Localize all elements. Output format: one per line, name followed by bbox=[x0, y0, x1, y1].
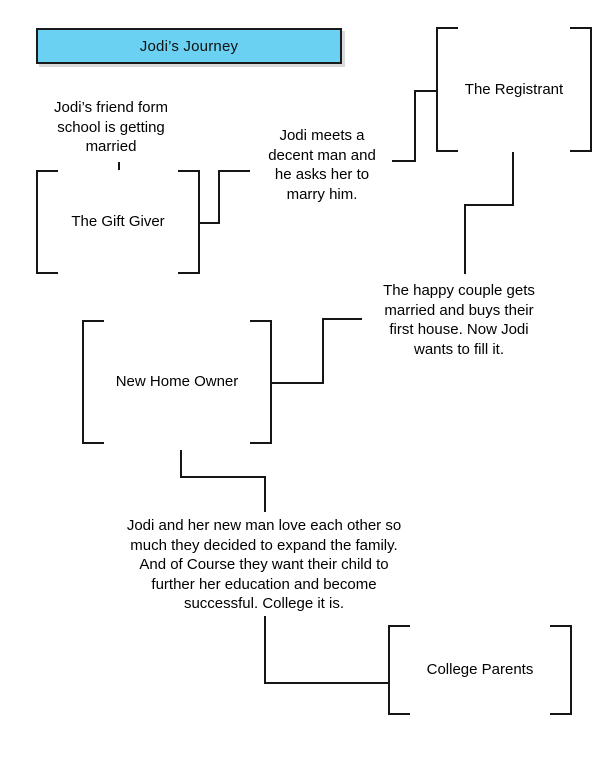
node-the-gift-giver: The Gift Giver bbox=[36, 170, 200, 274]
node-college-parents: College Parents bbox=[388, 625, 572, 715]
connector-tick-friend-married bbox=[118, 162, 120, 170]
connector-meets-man-riser bbox=[414, 90, 416, 162]
bracket-arm-right bbox=[178, 170, 200, 274]
note-meets-man: Jodi meets a decent man and he asks her … bbox=[268, 127, 376, 203]
connector-new-home-owner-to-expand-family bbox=[264, 476, 266, 512]
connector-registrant-to-happy-couple bbox=[464, 204, 466, 274]
node-the-registrant: The Registrant bbox=[436, 27, 592, 152]
bracket-arm-right bbox=[250, 320, 272, 444]
connector-new-home-owner-drop bbox=[180, 450, 182, 478]
note-happy-couple: The happy couple gets married and buys t… bbox=[383, 282, 535, 358]
connector-expand-family-to-college-parents bbox=[264, 682, 390, 684]
node-new-home-owner: New Home Owner bbox=[82, 320, 272, 444]
connector-meets-man-to-registrant bbox=[414, 90, 438, 92]
bracket-arm-left bbox=[82, 320, 104, 444]
connector-gift-giver-riser bbox=[218, 170, 220, 224]
connector-gift-giver-to-meets-man bbox=[218, 170, 250, 172]
note-expand-family: Jodi and her new man love each other so … bbox=[126, 517, 402, 612]
connector-registrant-jog bbox=[464, 204, 514, 206]
bracket-arm-left bbox=[388, 625, 410, 715]
note-friend-married: Jodi’s friend form school is getting mar… bbox=[54, 99, 168, 155]
bracket-arm-right bbox=[570, 27, 592, 152]
bracket-arm-left bbox=[436, 27, 458, 152]
connector-happy-couple-riser bbox=[322, 318, 324, 384]
connector-gift-giver-out bbox=[198, 222, 220, 224]
title-banner-label: Jodi’s Journey bbox=[139, 37, 239, 55]
connector-expand-family-drop bbox=[264, 616, 266, 684]
connector-happy-couple-to-new-home-owner bbox=[322, 318, 362, 320]
connector-registrant-drop bbox=[512, 152, 514, 206]
title-banner: Jodi’s Journey bbox=[36, 28, 342, 64]
node-label-new-home-owner: New Home Owner bbox=[115, 373, 239, 390]
connector-new-home-owner-jog bbox=[180, 476, 266, 478]
bracket-arm-right bbox=[550, 625, 572, 715]
node-label-the-gift-giver: The Gift Giver bbox=[71, 213, 165, 230]
connector-meets-man-out bbox=[392, 160, 416, 162]
node-label-the-registrant: The Registrant bbox=[464, 80, 564, 98]
bracket-arm-left bbox=[36, 170, 58, 274]
connector-happy-couple-in bbox=[270, 382, 324, 384]
node-label-college-parents: College Parents bbox=[426, 661, 534, 678]
